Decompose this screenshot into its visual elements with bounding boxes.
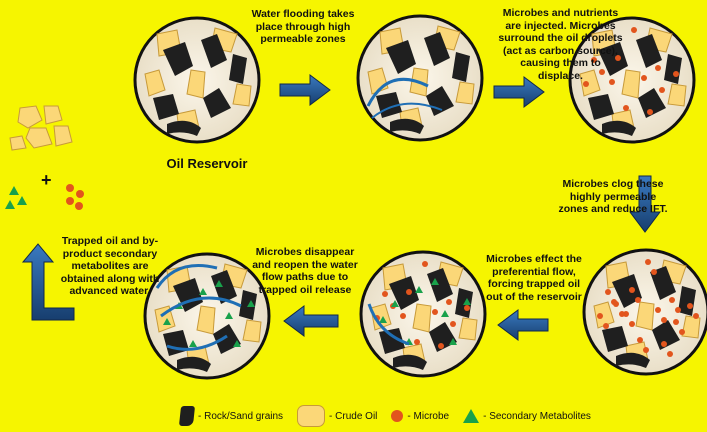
caption-microbes-disappear: Microbes disappear and reopen the water … bbox=[247, 246, 363, 296]
caption-trapped-oil: Trapped oil and by-product secondary met… bbox=[60, 235, 160, 298]
legend-item-crude-oil: - Crude Oil bbox=[297, 405, 377, 427]
legend-label-microbe: - Microbe bbox=[407, 411, 449, 422]
reservoir-circle-clogging bbox=[584, 250, 707, 374]
caption-microbes-effect: Microbes effect the preferential flow, f… bbox=[481, 253, 587, 303]
legend-item-rock: - Rock/Sand grains bbox=[180, 406, 283, 426]
secondary-metabolite-icon bbox=[463, 409, 479, 423]
plus-sign: + bbox=[41, 170, 52, 190]
arrow-right-1-icon bbox=[280, 75, 330, 105]
product-metabolites bbox=[5, 186, 27, 209]
legend-label-crude-oil: - Crude Oil bbox=[329, 411, 377, 422]
caption-microbes-injected: Microbes and nutrients are injected. Mic… bbox=[498, 7, 623, 82]
label-oil-reservoir: Oil Reservoir bbox=[162, 158, 252, 171]
arrow-left-2-icon bbox=[284, 306, 338, 336]
legend-label-rock: - Rock/Sand grains bbox=[198, 411, 283, 422]
arrow-left-1-icon bbox=[498, 310, 548, 340]
rock-grain-icon bbox=[179, 406, 195, 426]
microbe-icon bbox=[391, 410, 403, 422]
caption-microbes-clog: Microbes clog these highly permeable zon… bbox=[558, 178, 668, 216]
caption-water-flooding: Water flooding takes place through high … bbox=[244, 8, 362, 46]
legend-item-metabolites: - Secondary Metabolites bbox=[463, 409, 591, 423]
crude-oil-icon bbox=[297, 405, 325, 427]
legend: - Rock/Sand grains - Crude Oil - Microbe… bbox=[180, 404, 605, 428]
legend-item-microbe: - Microbe bbox=[391, 410, 449, 422]
reservoir-circle-preferential-flow bbox=[361, 252, 485, 376]
product-microbes bbox=[66, 184, 84, 210]
product-oil-cluster bbox=[10, 106, 72, 150]
reservoir-circle-water-flooding bbox=[358, 16, 482, 140]
legend-label-metabolites: - Secondary Metabolites bbox=[483, 411, 591, 422]
reservoir-circle-initial bbox=[135, 18, 259, 142]
